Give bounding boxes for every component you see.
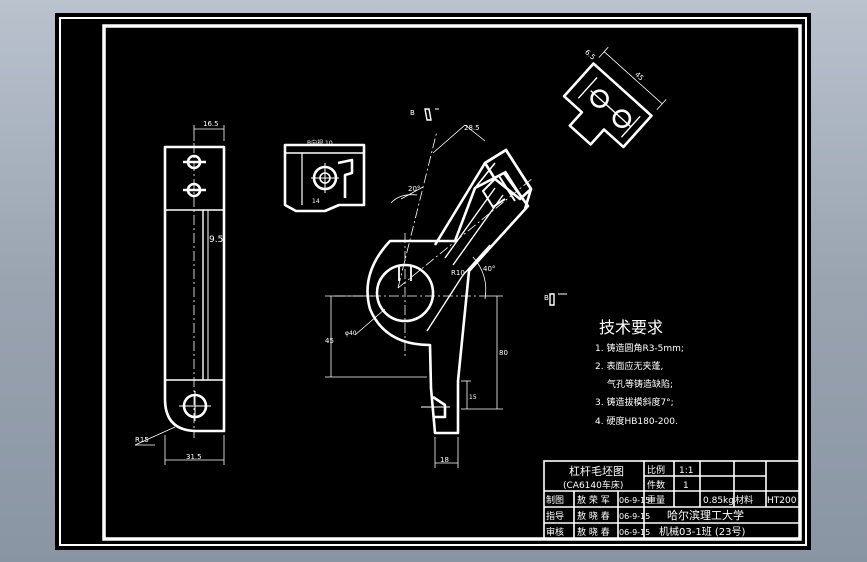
- dim-main-small: 15: [469, 394, 477, 401]
- drawing-name: 杠杆毛坯图: [569, 464, 624, 478]
- drawing-sheet[interactable]: 16.5 9.5 R15 31.5: [55, 13, 811, 550]
- dim-main-right-height: 80: [499, 349, 508, 357]
- tech-req-item-4: 3. 铸造拔模斜度7°;: [595, 396, 674, 408]
- view-arrow-right: [549, 293, 555, 306]
- row-role-1: 制图: [546, 494, 564, 506]
- weight-value: 0.85kg: [703, 496, 734, 506]
- dim-main-angle-a: 20°: [408, 185, 420, 193]
- dim-rot-b: 45: [633, 70, 645, 82]
- class-info: 机械03-1班 (23号): [659, 525, 745, 538]
- inner-frame: [102, 24, 802, 541]
- title-block: [543, 460, 801, 540]
- row-date-1: 06-9-15: [619, 496, 650, 505]
- dim-left-side: 9.5: [209, 235, 223, 245]
- dim-left-radius: R15: [135, 436, 149, 444]
- ratio-label: 比例: [647, 464, 665, 476]
- row-date-3: 06-9-15: [619, 528, 650, 537]
- school-name: 哈尔滨理工大学: [667, 508, 744, 522]
- dim-main-bottom: 18: [440, 456, 449, 464]
- material-label: 材料: [735, 494, 753, 506]
- view-arrow-top: [424, 108, 432, 121]
- ratio-value: 1:1: [679, 466, 693, 476]
- dim-main-dia: φ40: [345, 330, 357, 337]
- dim-left-bottom: 31.5: [186, 453, 202, 461]
- row-role-2: 指导: [546, 510, 564, 522]
- dim-main-radius: R10: [451, 269, 465, 277]
- row-name-3: 敖 晓 春: [577, 526, 610, 538]
- view-arrow-label-right: B: [544, 294, 549, 302]
- material-value: HT200: [767, 496, 797, 506]
- count-label: 件数: [647, 479, 665, 491]
- section-dim: 14: [312, 198, 320, 205]
- dim-main-left-height: 45: [325, 337, 334, 345]
- dim-main-angle-b: 40°: [483, 265, 495, 273]
- tech-req-item-1: 1. 铸造圆角R3-5mm;: [595, 342, 684, 354]
- row-role-3: 审核: [546, 526, 564, 538]
- section-label: B向视 10: [307, 139, 333, 147]
- tech-req-item-5: 4. 硬度HB180-200.: [595, 415, 678, 427]
- count-value: 1: [683, 481, 689, 491]
- drawing-svg: 16.5 9.5 R15 31.5: [59, 17, 807, 546]
- tech-req-item-2: 2. 表面应无夹蓬,: [595, 360, 663, 372]
- tech-req-heading: 技术要求: [599, 318, 663, 337]
- dim-main-top: 28.5: [464, 124, 480, 132]
- view-arrow-label-top: B: [410, 109, 415, 117]
- technical-requirements: 技术要求 1. 铸造圆角R3-5mm; 2. 表面应无夹蓬, 气孔等铸造缺陷; …: [595, 318, 684, 427]
- dim-rot-a: 6.5: [583, 48, 597, 61]
- title-block-text: 杠杆毛坯图 (CA6140车床) 比例 1:1 件数 1 重量 0.85kg 材…: [546, 464, 797, 538]
- row-name-2: 敖 晓 春: [577, 510, 610, 522]
- outer-frame: [59, 17, 807, 546]
- rotated-view-b: 45 6.5: [562, 46, 667, 149]
- side-view-lever: 16.5 9.5 R15 31.5: [134, 120, 226, 465]
- drawing-subtitle: (CA6140车床): [563, 479, 623, 491]
- row-date-2: 06-9-15: [619, 512, 650, 521]
- front-view-lever: 20° 40° R10 28.5 φ40 45 80: [325, 108, 567, 468]
- weight-label: 重量: [647, 494, 665, 506]
- row-name-1: 敖 荣 军: [577, 494, 610, 506]
- dim-left-top: 16.5: [203, 120, 219, 128]
- section-view: B向视 10 14: [283, 139, 366, 213]
- tech-req-item-3: 气孔等铸造缺陷;: [607, 378, 673, 390]
